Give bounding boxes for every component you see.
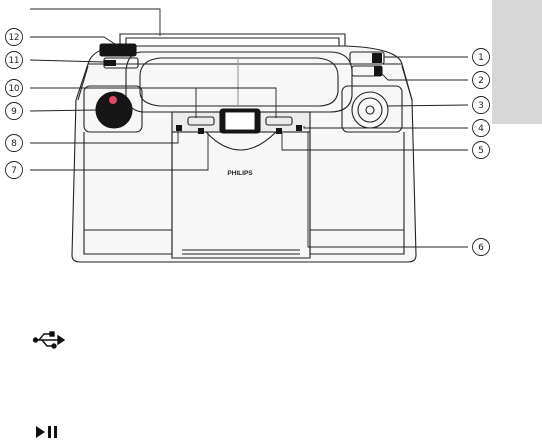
callout-6: 6 xyxy=(473,239,490,256)
callout-label: 7 xyxy=(11,166,17,176)
callout-label: 1 xyxy=(478,53,484,63)
callout-label: 3 xyxy=(478,101,484,111)
boombox-body xyxy=(72,34,416,262)
callout-2: 2 xyxy=(473,72,490,89)
callout-label: 12 xyxy=(9,33,20,43)
callout-10: 10 xyxy=(6,80,23,97)
callout-label: 4 xyxy=(478,124,484,134)
callout-1: 1 xyxy=(473,49,490,66)
play-pause-icon xyxy=(36,426,57,438)
callout-11: 11 xyxy=(6,52,23,69)
callout-9: 9 xyxy=(6,103,23,120)
callout-3: 3 xyxy=(473,97,490,114)
callout-label: 11 xyxy=(9,56,20,66)
brand-logo: PHILIPS xyxy=(227,170,253,177)
callout-4: 4 xyxy=(473,120,490,137)
callout-12: 12 xyxy=(6,29,23,46)
callout-label: 5 xyxy=(478,146,484,156)
callout-label: 8 xyxy=(11,139,17,149)
callout-5: 5 xyxy=(473,142,490,159)
callout-8: 8 xyxy=(6,135,23,152)
callout-label: 6 xyxy=(478,243,484,253)
callout-label: 10 xyxy=(9,84,20,94)
usb-icon xyxy=(34,332,65,348)
callout-label: 9 xyxy=(11,107,17,117)
callout-label: 2 xyxy=(478,76,484,86)
callout-7: 7 xyxy=(6,162,23,179)
